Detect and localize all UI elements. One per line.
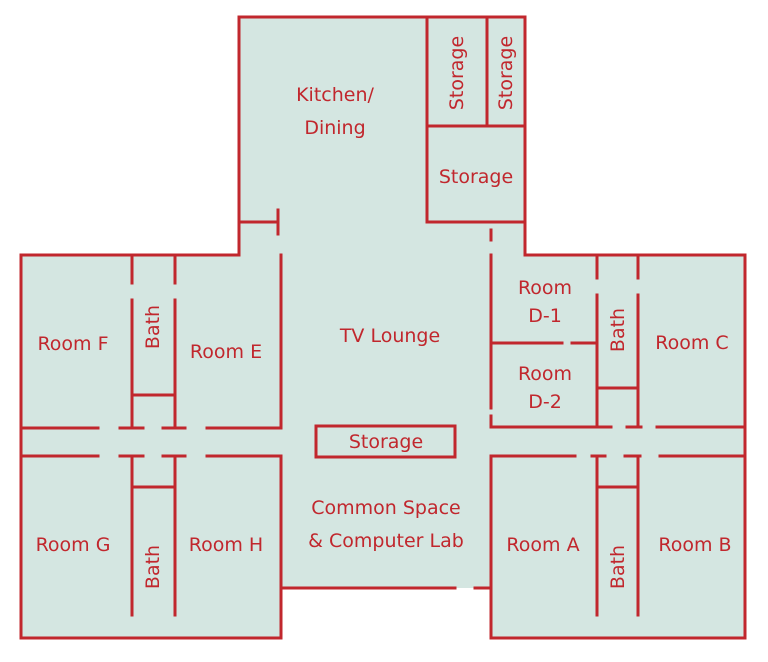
east-wing-top-walls bbox=[489, 253, 640, 429]
storage-top-left-label: Storage bbox=[446, 36, 468, 110]
west-wing-bottom-walls bbox=[130, 454, 283, 617]
room-a-label: Room A bbox=[506, 534, 579, 556]
bath-dc-label: Bath bbox=[607, 308, 629, 352]
bath-ab-label: Bath bbox=[607, 545, 629, 589]
room-d1-label: Room bbox=[518, 277, 572, 299]
room-d2-label: D-2 bbox=[528, 391, 562, 413]
west-wing-top-walls bbox=[130, 253, 283, 430]
common-space-label: & Computer Lab bbox=[308, 530, 464, 552]
room-c-label: Room C bbox=[655, 332, 728, 354]
room-g-label: Room G bbox=[36, 534, 111, 556]
bath-fe-label: Bath bbox=[142, 305, 164, 349]
storage-mid-label: Storage bbox=[439, 166, 513, 188]
kitchen-label: Dining bbox=[304, 117, 365, 139]
room-h-label: Room H bbox=[189, 534, 263, 556]
bath-gh-label: Bath bbox=[142, 545, 164, 589]
tv-lounge-label: TV Lounge bbox=[339, 325, 440, 347]
east-wing-bottom-walls bbox=[489, 454, 640, 617]
walls bbox=[19, 15, 747, 640]
room-d2-label: Room bbox=[518, 363, 572, 385]
storage-block-walls bbox=[237, 15, 527, 236]
room-f-label: Room F bbox=[37, 333, 108, 355]
room-e-label: Room E bbox=[190, 341, 262, 363]
kitchen-label: Kitchen/ bbox=[296, 84, 374, 106]
room-b-label: Room B bbox=[658, 534, 731, 556]
center-storage-label: Storage bbox=[349, 431, 423, 453]
center-storage-box bbox=[314, 424, 457, 459]
storage-top-right-label: Storage bbox=[495, 36, 517, 110]
floor-area bbox=[21, 17, 745, 638]
room-d1-label: D-1 bbox=[528, 305, 562, 327]
common-space-label: Common Space bbox=[311, 497, 461, 519]
room-labels: Kitchen/ Dining Storage Storage Storage … bbox=[36, 36, 732, 589]
